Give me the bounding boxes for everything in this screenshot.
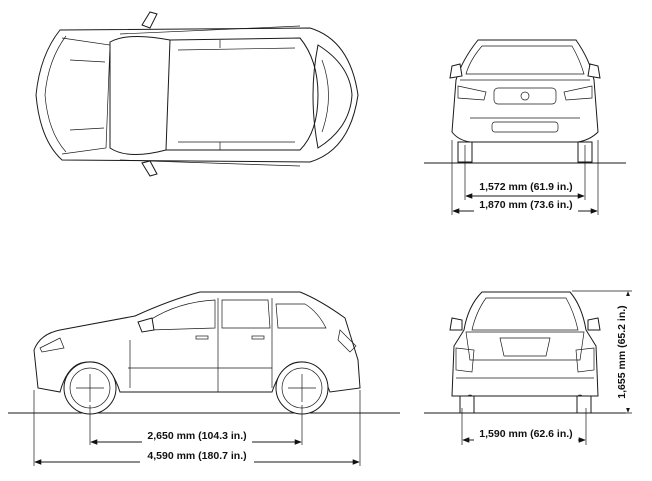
front-view — [424, 39, 626, 215]
rear-view — [424, 290, 632, 445]
front-track-label: 1,572 mm (61.9 in.) — [479, 181, 572, 193]
side-view — [8, 291, 400, 466]
rear-track-label: 1,590 mm (62.6 in.) — [479, 428, 572, 440]
overall-height-label: 1,655 mm (65.2 in.) — [616, 305, 628, 398]
top-view — [35, 11, 359, 177]
wheelbase-label: 2,650 mm (104.3 in.) — [147, 430, 246, 442]
overall-length-label: 4,590 mm (180.7 in.) — [147, 450, 246, 462]
overall-width-label: 1,870 mm (73.6 in.) — [479, 199, 572, 211]
